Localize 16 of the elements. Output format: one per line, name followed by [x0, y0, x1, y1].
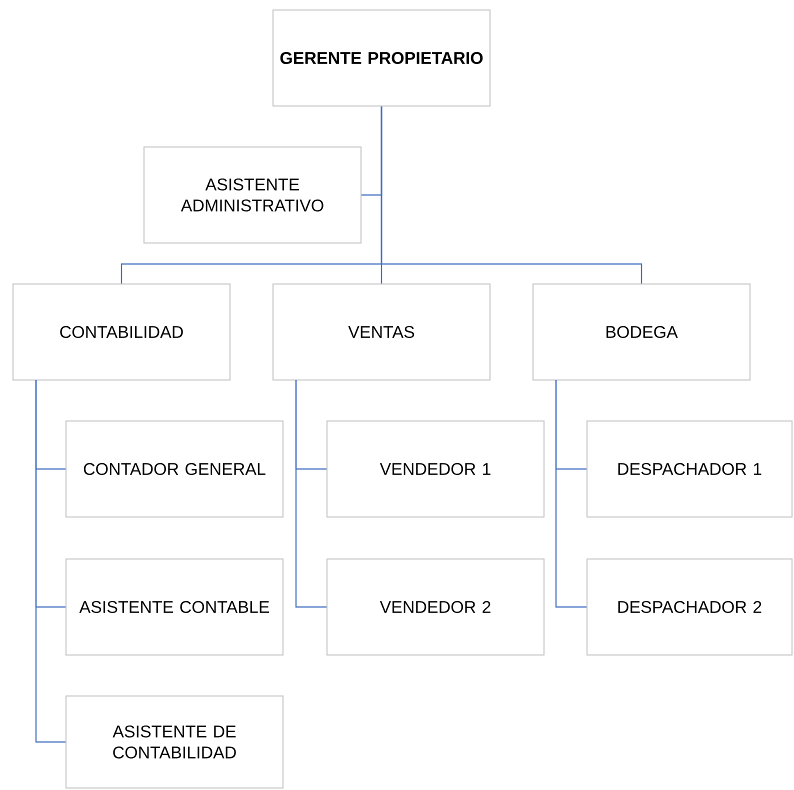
connector-line	[380, 106, 642, 284]
org-box: GERENTE PROPIETARIO	[272, 10, 490, 106]
org-box: DESPACHADOR 1	[586, 420, 792, 518]
org-box: CONTADOR GENERAL	[66, 420, 284, 518]
org-box: ASISTENTE DE CONTABILIDAD	[66, 696, 284, 788]
org-box: ASISTENTE CONTABLE	[66, 558, 284, 656]
org-box: DESPACHADOR 2	[586, 558, 792, 656]
org-box: VENDEDOR 1	[326, 420, 544, 518]
org-box: ASISTENTE ADMINISTRATIVO	[144, 146, 362, 244]
connector-line	[35, 380, 66, 743]
org-box: VENTAS	[272, 284, 490, 380]
org-box: BODEGA	[532, 284, 750, 380]
connector-line	[555, 380, 586, 608]
org-box: CONTABILIDAD	[12, 284, 230, 380]
connector-line	[295, 380, 326, 608]
org-box: VENDEDOR 2	[326, 558, 544, 656]
